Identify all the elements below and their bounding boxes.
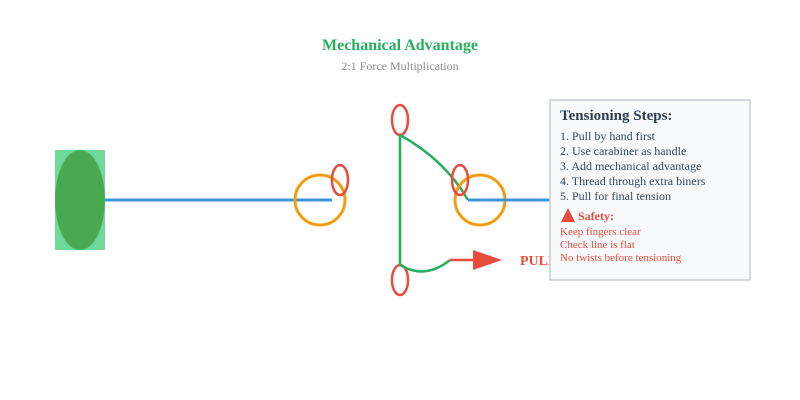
- anchor-tree: [55, 150, 105, 250]
- pull-label: PULL: [520, 254, 557, 269]
- diagram-subtitle: 2:1 Force Multiplication: [341, 59, 458, 73]
- rope-lower-curve: [399, 259, 451, 273]
- safety-item: No twists before tensioning: [560, 252, 682, 264]
- carabiner-right: [450, 163, 470, 197]
- step-item: 1. Pull by hand first: [560, 129, 656, 143]
- warning-icon: [561, 208, 575, 222]
- step-item: 2. Use carabiner as handle: [560, 144, 686, 158]
- safety-item: Check line is flat: [560, 239, 635, 251]
- safety-title: Safety:: [578, 209, 614, 223]
- panel-title: Tensioning Steps:: [560, 108, 672, 124]
- tensioning-steps-panel: Tensioning Steps: 1. Pull by hand first …: [549, 99, 751, 281]
- step-item: 3. Add mechanical advantage: [560, 159, 701, 173]
- ring-left: [293, 173, 347, 227]
- carabiner-top: [390, 103, 410, 137]
- safety-item: Keep fingers clear: [560, 226, 641, 238]
- diagram-title: Mechanical Advantage: [322, 37, 478, 54]
- step-item: 5. Pull for final tension: [560, 189, 671, 203]
- carabiner-left: [330, 163, 350, 197]
- panel-background: [549, 99, 751, 281]
- step-item: 4. Thread through extra biners: [560, 174, 706, 188]
- carabiner-bottom: [390, 263, 410, 297]
- anchor-trunk: [55, 150, 105, 250]
- pull-arrow-icon: [473, 250, 502, 270]
